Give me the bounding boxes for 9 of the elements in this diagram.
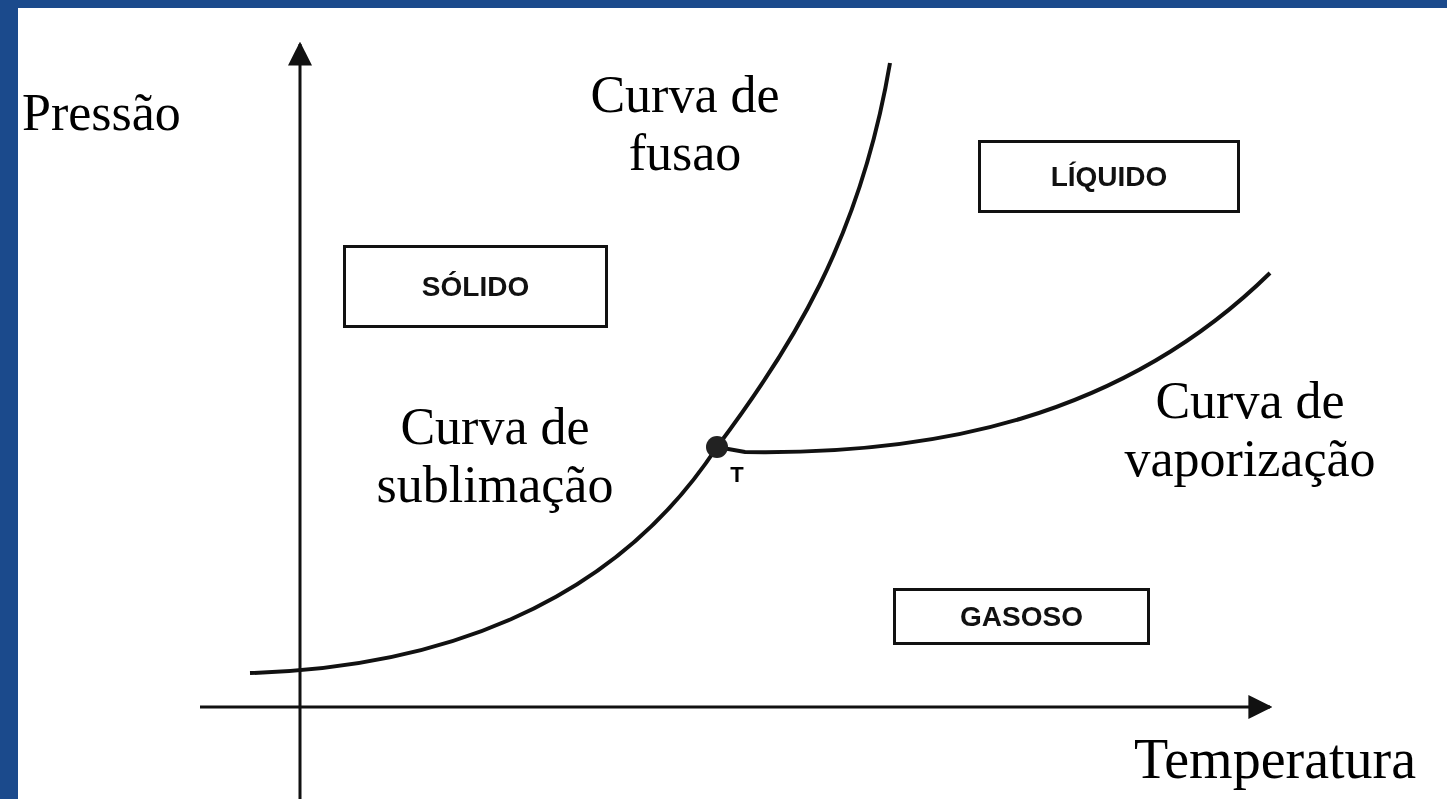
- phase-label: SÓLIDO: [421, 270, 530, 303]
- phase-label: LÍQUIDO: [1050, 160, 1168, 193]
- curve-label: Curva de sublimação: [375, 398, 615, 514]
- curve-label: Curva de fusao: [589, 66, 781, 182]
- curve-label: Curva de vaporização: [1123, 372, 1377, 488]
- axis-title: Temperatura: [1132, 728, 1418, 790]
- phase-label: GASOSO: [960, 600, 1083, 633]
- point-label: T: [729, 462, 745, 488]
- axis-title: Pressão: [22, 84, 182, 142]
